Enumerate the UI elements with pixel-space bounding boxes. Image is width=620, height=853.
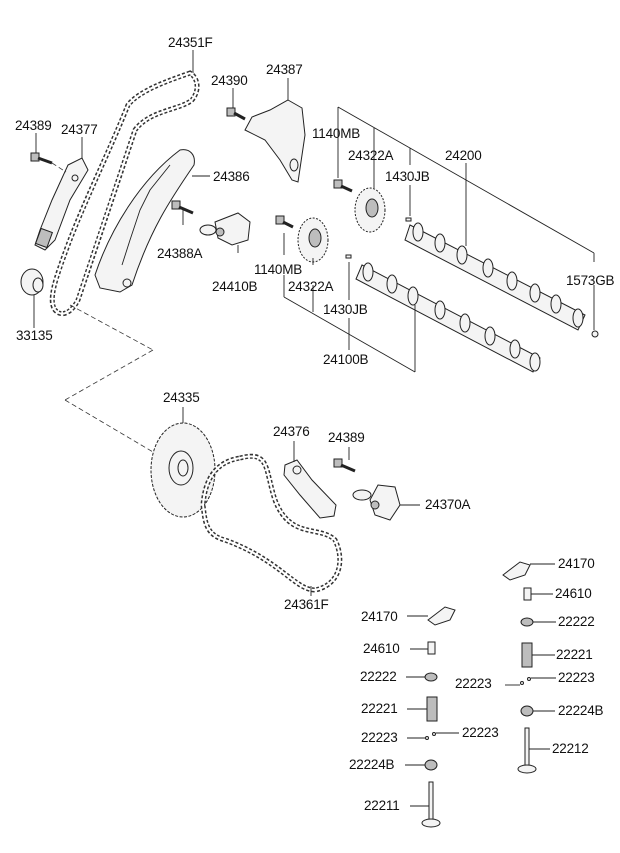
cotter-22223-r1 — [520, 681, 524, 685]
label-24386[interactable]: 24386 — [213, 169, 250, 184]
tensioner-24370A — [333, 458, 401, 521]
label-24389-bottom[interactable]: 24389 — [328, 430, 365, 445]
cotter-22223-r2 — [527, 677, 531, 681]
label-24610-left[interactable]: 24610 — [363, 641, 400, 656]
label-24376[interactable]: 24376 — [273, 424, 310, 439]
bolt-1140MB-bottom — [275, 215, 285, 225]
label-24377[interactable]: 24377 — [61, 122, 98, 137]
stem-seal-22224B-right — [520, 705, 534, 717]
tensioner-arm-24386 — [94, 149, 195, 293]
plug-1573GB — [591, 330, 599, 338]
label-24322A-top[interactable]: 24322A — [348, 148, 394, 163]
label-24388A[interactable]: 24388A — [157, 246, 203, 261]
label-24351F[interactable]: 24351F — [168, 35, 213, 50]
crank-sprocket-24335 — [150, 422, 216, 518]
label-24200[interactable]: 24200 — [445, 148, 482, 163]
cotter-22223-l2 — [432, 732, 436, 736]
label-22223-left[interactable]: 22223 — [361, 730, 398, 745]
label-24170-left[interactable]: 24170 — [361, 609, 398, 624]
label-24322A-bottom[interactable]: 24322A — [288, 279, 334, 294]
cam-sprocket-24322A-bottom — [297, 217, 329, 263]
bracket-24387 — [244, 99, 306, 183]
valve-spring-22221-left — [426, 696, 438, 722]
label-22223-right[interactable]: 22223 — [558, 670, 595, 685]
label-22222-left[interactable]: 22222 — [360, 669, 397, 684]
label-22221-right[interactable]: 22221 — [556, 647, 593, 662]
intake-valve-22211 — [421, 781, 441, 828]
bolt-24390 — [226, 107, 246, 121]
label-1573GB[interactable]: 1573GB — [566, 273, 615, 288]
lash-adjuster-24610-left — [427, 641, 436, 655]
rocker-arm-24170-right — [502, 561, 531, 581]
label-24370A[interactable]: 24370A — [425, 497, 471, 512]
leader-lines — [33, 50, 595, 807]
tensioner-24410B — [171, 200, 251, 246]
label-22224B-left[interactable]: 22224B — [349, 757, 395, 772]
rocker-arm-24170-left — [427, 606, 456, 626]
bolt-24389-top — [30, 152, 67, 173]
label-22222-right[interactable]: 22222 — [558, 614, 595, 629]
label-1140MB-top[interactable]: 1140MB — [312, 126, 361, 141]
chain-guide-24377 — [34, 157, 89, 251]
label-24389-top[interactable]: 24389 — [15, 118, 52, 133]
camshaft-24100B — [355, 262, 541, 373]
stem-seal-22224B-left — [424, 759, 438, 771]
label-24610-right[interactable]: 24610 — [555, 586, 592, 601]
label-24387[interactable]: 24387 — [266, 62, 303, 77]
label-24100B[interactable]: 24100B — [323, 352, 369, 367]
bolt-1140MB-top — [333, 179, 343, 189]
label-22211[interactable]: 22211 — [364, 798, 400, 813]
label-22221-left[interactable]: 22221 — [361, 701, 398, 716]
label-1430JB-top[interactable]: 1430JB — [385, 169, 430, 184]
upper-timing-chain — [49, 70, 200, 317]
pin-1430JB-top — [405, 217, 412, 222]
camshaft-24200 — [404, 222, 586, 331]
chain-guide-24376 — [283, 459, 337, 519]
label-24170-right[interactable]: 24170 — [558, 556, 595, 571]
label-22223-mid[interactable]: 22223 — [455, 676, 492, 691]
lower-timing-chain — [200, 453, 343, 593]
retainer-22222-right — [520, 617, 534, 627]
label-1430JB-bottom[interactable]: 1430JB — [323, 302, 368, 317]
label-22224B-right[interactable]: 22224B — [558, 703, 604, 718]
label-24390[interactable]: 24390 — [211, 73, 248, 88]
exhaust-valve-22212 — [517, 727, 537, 774]
label-22223-left2[interactable]: 22223 — [462, 725, 499, 740]
label-24361F[interactable]: 24361F — [284, 597, 329, 612]
cotter-22223-l1 — [425, 736, 429, 740]
label-33135[interactable]: 33135 — [16, 328, 53, 343]
label-1140MB-bottom[interactable]: 1140MB — [254, 262, 303, 277]
pin-1430JB-bottom — [345, 254, 352, 259]
cam-sprocket-24322A-top — [354, 187, 386, 233]
valve-spring-22221-right — [521, 642, 533, 668]
label-24410B[interactable]: 24410B — [212, 279, 258, 294]
label-24335[interactable]: 24335 — [163, 390, 200, 405]
retainer-22222-left — [424, 672, 438, 682]
nut-33135 — [20, 268, 44, 296]
lash-adjuster-24610-right — [523, 587, 532, 601]
label-22212[interactable]: 22212 — [552, 741, 589, 756]
